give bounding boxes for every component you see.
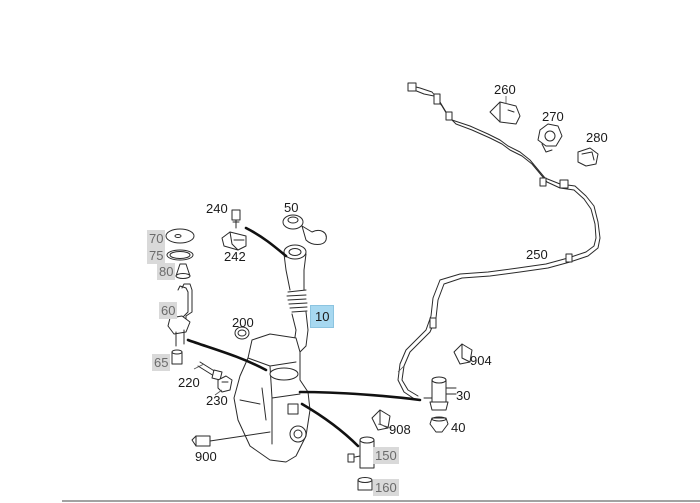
label-908[interactable]: 908 (389, 422, 411, 437)
hose-250 (397, 82, 601, 401)
label-250[interactable]: 250 (526, 247, 548, 262)
label-75[interactable]: 75 (147, 247, 166, 264)
tank-10 (233, 244, 311, 463)
clip-280 (577, 147, 599, 167)
sensor-240 (231, 209, 241, 229)
part-80 (175, 263, 191, 279)
connector-908 (371, 409, 391, 431)
label-270[interactable]: 270 (542, 109, 564, 124)
label-65[interactable]: 65 (152, 354, 171, 371)
label-230[interactable]: 230 (206, 393, 228, 408)
seal-200 (234, 326, 250, 340)
connector-904 (453, 343, 473, 365)
pump-30 (423, 376, 457, 411)
connector-242 (221, 231, 247, 251)
pipe-60 (167, 283, 193, 347)
label-60[interactable]: 60 (159, 302, 178, 319)
leader-lines (193, 363, 405, 429)
label-242[interactable]: 242 (224, 249, 246, 264)
screw-220 (197, 361, 223, 381)
disc-70 (165, 228, 195, 244)
seal-160 (357, 477, 373, 491)
label-70[interactable]: 70 (147, 230, 166, 247)
clip-260 (489, 96, 521, 125)
label-900[interactable]: 900 (195, 449, 217, 464)
plug-900 (191, 431, 271, 447)
label-240[interactable]: 240 (206, 201, 228, 216)
label-160[interactable]: 160 (373, 479, 399, 496)
label-150[interactable]: 150 (373, 447, 399, 464)
label-200[interactable]: 200 (232, 315, 254, 330)
label-40[interactable]: 40 (451, 420, 466, 435)
label-80[interactable]: 80 (157, 263, 176, 280)
label-50[interactable]: 50 (284, 200, 299, 215)
seal-40 (429, 416, 449, 433)
label-10[interactable]: 10 (310, 305, 335, 328)
label-280[interactable]: 280 (586, 130, 608, 145)
cap-50 (282, 214, 327, 245)
assembly-arrows (186, 226, 422, 448)
label-904[interactable]: 904 (470, 353, 492, 368)
label-30[interactable]: 30 (456, 388, 471, 403)
label-220[interactable]: 220 (178, 375, 200, 390)
label-260[interactable]: 260 (494, 82, 516, 97)
part-65 (171, 349, 183, 365)
ring-75 (166, 249, 194, 261)
clip-230 (217, 375, 233, 393)
part-270 (537, 123, 563, 153)
